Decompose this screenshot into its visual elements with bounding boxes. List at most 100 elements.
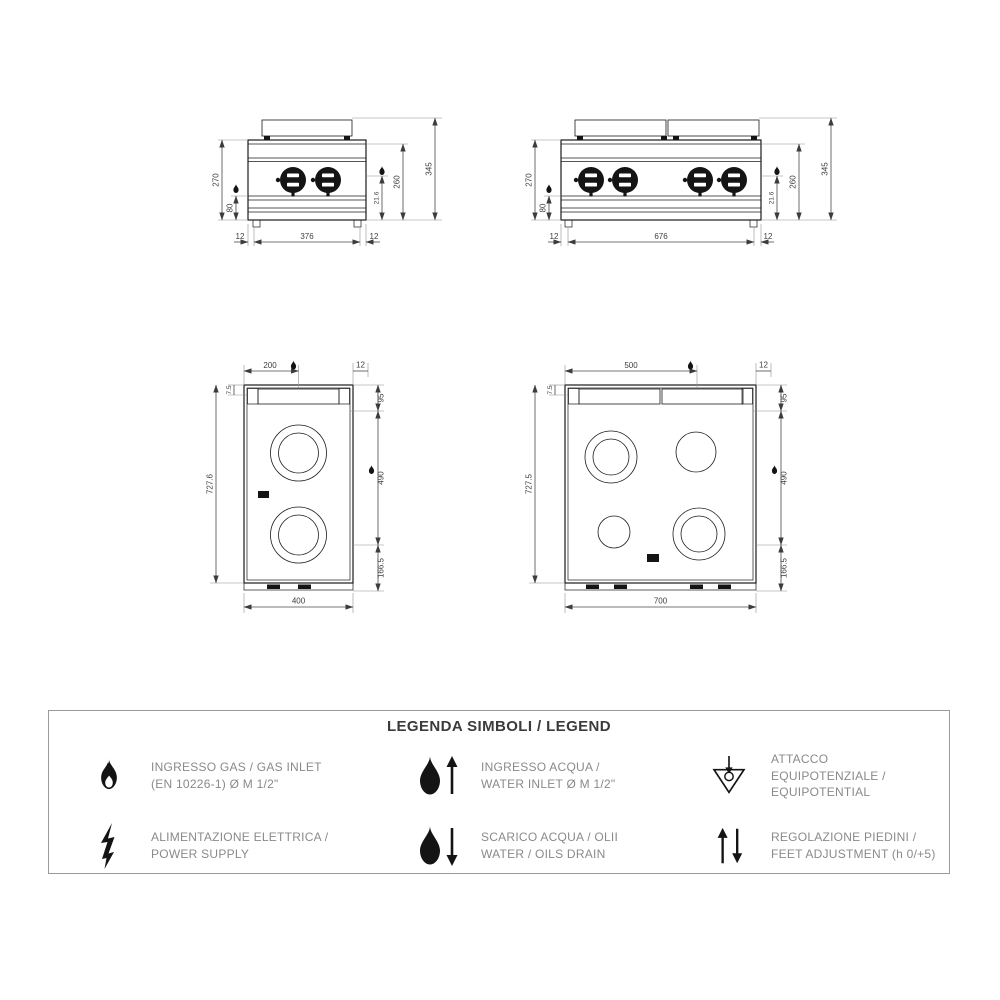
legend-item-text: INGRESSO ACQUA / WATER INLET Ø M 1/2" (481, 759, 615, 792)
dim-back-offset: 95 (377, 393, 386, 402)
legend-item-text: ALIMENTAZIONE ELETTRICA / POWER SUPPLY (151, 829, 328, 862)
legend-line: INGRESSO ACQUA / (481, 760, 600, 775)
burner-grate (574, 119, 667, 137)
legend-item-text: ATTACCO EQUIPOTENZIALE / EQUIPOTENTIAL (771, 751, 939, 801)
burner-circle (597, 515, 631, 549)
dim-back-edge: 7.5 (226, 385, 233, 394)
burner-circle (584, 430, 638, 484)
flame-icon (233, 184, 239, 193)
legend-item-water-drain: SCARICO ACQUA / OLII WATER / OILS DRAIN (413, 823, 703, 869)
legend-item-equipotential: ATTACCO EQUIPOTENZIALE / EQUIPOTENTIAL (703, 751, 939, 801)
equipotential-icon (703, 754, 755, 798)
legend-item-feet-adjustment: REGOLAZIONE PIEDINI / FEET ADJUSTMENT (h… (703, 823, 939, 869)
burner-grate (261, 119, 353, 137)
dim-width-inner: 676 (654, 232, 668, 241)
burner-grate (667, 119, 760, 137)
top-view-4-burner: 500 12 7.5 727.5 95 490 166.5 700 (525, 360, 789, 613)
legend-line: INGRESSO GAS / GAS INLET (151, 760, 322, 775)
dim-width-total: 400 (292, 597, 306, 606)
legend-grid: INGRESSO GAS / GAS INLET (EN 10226-1) Ø … (49, 735, 949, 869)
dim-gas-offset-x: 500 (624, 361, 638, 370)
dim-depth-total: 727.5 (525, 473, 534, 494)
dim-gas-offset-x: 200 (263, 361, 277, 370)
legend-line: EQUIPOTENTIAL (771, 785, 871, 800)
flame-icon (290, 360, 297, 370)
flame-icon (368, 465, 375, 474)
dim-back-edge: 7.5 (547, 385, 554, 394)
gas-flame-icon (83, 754, 135, 798)
cooker-top-outline (564, 384, 757, 584)
dim-width-total: 700 (654, 597, 668, 606)
burner-circle (270, 506, 327, 564)
cooker-body (247, 139, 367, 221)
feet-adjustment-icon (703, 823, 755, 869)
burner-circle (675, 431, 717, 473)
burner-knob-icon (682, 167, 713, 197)
water-inlet-icon (413, 753, 465, 799)
dim-height-panel: 270 (212, 173, 221, 187)
service-hatch (647, 554, 659, 562)
legend-item-gas-inlet: INGRESSO GAS / GAS INLET (EN 10226-1) Ø … (83, 751, 413, 801)
cooker-body (560, 139, 762, 221)
legend-item-power-supply: ALIMENTAZIONE ELETTRICA / POWER SUPPLY (83, 822, 413, 869)
service-hatch (258, 491, 269, 498)
dim-gas-offset-y: 490 (377, 471, 386, 485)
legend-line: POWER SUPPLY (151, 846, 250, 861)
dim-gas-depth: 21.6 (374, 191, 381, 204)
dim-gas-height: 80 (539, 203, 548, 212)
dim-margin-right: 12 (764, 232, 773, 241)
dim-height-panel: 270 (525, 173, 534, 187)
dim-total-height: 345 (821, 162, 830, 176)
foot (749, 219, 758, 228)
legend-item-text: REGOLAZIONE PIEDINI / FEET ADJUSTMENT (h… (771, 829, 936, 862)
legend-title: LEGENDA SIMBOLI / LEGEND (386, 718, 612, 735)
dim-margin-right: 12 (370, 232, 379, 241)
burner-knob-icon (310, 167, 341, 197)
legend-line: (EN 10226-1) Ø M 1/2" (151, 776, 279, 791)
dim-margin-left: 12 (236, 232, 245, 241)
legend-item-text: INGRESSO GAS / GAS INLET (EN 10226-1) Ø … (151, 759, 322, 792)
dim-edge-offset: 12 (759, 361, 768, 370)
dim-gas-offset-y: 490 (780, 471, 789, 485)
power-lightning-icon (83, 822, 135, 869)
dim-depth-total: 727.6 (206, 473, 215, 494)
foot (564, 219, 573, 228)
burner-knob-icon (573, 167, 604, 197)
legend-item-text: SCARICO ACQUA / OLII WATER / OILS DRAIN (481, 829, 618, 862)
front-view-2-burner: 270 80 21.6 260 345 12 376 12 (212, 117, 442, 246)
burner-grate (578, 388, 661, 405)
burner-circle (672, 507, 726, 561)
flame-icon (546, 184, 552, 193)
dim-front-offset: 166.5 (377, 557, 386, 578)
flame-icon (687, 360, 694, 370)
legend-line: REGOLAZIONE PIEDINI / (771, 830, 917, 845)
dim-back-offset: 95 (780, 393, 789, 402)
burner-circle (270, 424, 327, 482)
burner-knob-icon (607, 167, 638, 197)
foot (353, 219, 362, 228)
dim-gas-height: 80 (226, 203, 235, 212)
front-view-4-burner: 270 80 21.6 260 345 12 676 12 (525, 117, 837, 246)
water-drain-icon (413, 823, 465, 869)
cooker-top-outline (243, 384, 354, 584)
legend-item-water-inlet: INGRESSO ACQUA / WATER INLET Ø M 1/2" (413, 751, 703, 801)
burner-knob-icon (275, 167, 306, 197)
burner-grate (257, 388, 340, 405)
burner-knob-icon (716, 167, 747, 197)
foot (252, 219, 261, 228)
dim-body-height: 260 (393, 175, 402, 189)
burner-grate (661, 388, 744, 405)
dim-body-height: 260 (789, 175, 798, 189)
flame-icon (379, 166, 385, 175)
legend-line: WATER INLET Ø M 1/2" (481, 776, 616, 791)
dim-total-height: 345 (425, 162, 434, 176)
legend-line: ATTACCO EQUIPOTENZIALE / (771, 752, 886, 783)
legend-line: SCARICO ACQUA / OLII (481, 830, 619, 845)
flame-icon (771, 465, 778, 474)
dim-gas-depth: 21.6 (769, 191, 776, 204)
dim-front-offset: 166.5 (780, 557, 789, 578)
flame-icon (774, 166, 780, 175)
top-view-2-burner: 200 12 7.5 727.6 95 490 166.5 400 (206, 360, 386, 613)
legend-box: LEGENDA SIMBOLI / LEGEND INGRESSO GAS / … (48, 710, 950, 874)
